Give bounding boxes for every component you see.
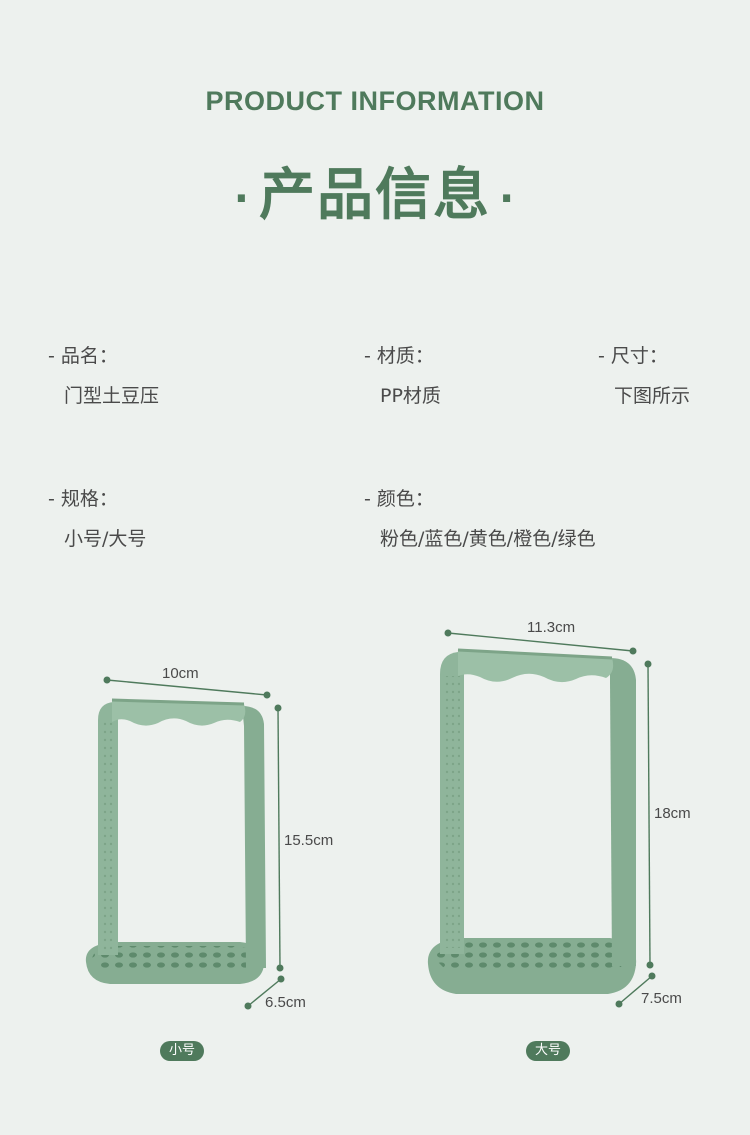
field-color: - 颜色： 粉色/蓝色/黄色/橙色/绿色 — [364, 484, 596, 551]
title-dot-left: · — [233, 175, 251, 222]
small-size-badge: 小号 — [160, 1041, 205, 1061]
dimension-lines — [103, 629, 656, 1010]
field-value: 小号/大号 — [64, 528, 147, 550]
large-height-label: 18cm — [654, 805, 691, 822]
field-value: 下图所示 — [614, 385, 691, 407]
field-spec: - 规格： 小号/大号 — [48, 484, 146, 551]
field-label: - 颜色： — [364, 488, 434, 510]
field-value: PP材质 — [380, 385, 441, 407]
field-material: - 材质： PP材质 — [364, 341, 441, 408]
title-chinese: ·产品信息· — [0, 150, 750, 231]
field-label: - 品名： — [48, 345, 118, 367]
field-label: - 材质： — [364, 345, 434, 367]
field-label: - 规格： — [48, 488, 118, 510]
small-depth-label: 6.5cm — [265, 994, 306, 1011]
field-label: - 尺寸： — [598, 345, 668, 367]
small-height-label: 15.5cm — [284, 832, 334, 849]
large-depth-label: 7.5cm — [641, 990, 682, 1007]
field-size: - 尺寸： 下图所示 — [598, 341, 690, 408]
large-width-label: 11.3cm — [527, 619, 576, 636]
small-width-label: 10cm — [162, 665, 199, 682]
large-masher-image — [427, 648, 637, 994]
title-english: PRODUCT INFORMATION — [205, 86, 545, 116]
small-masher-image — [85, 698, 266, 984]
field-value: 门型土豆压 — [64, 385, 160, 407]
large-size-badge: 大号 — [526, 1041, 571, 1061]
title-chinese-text: 产品信息 — [259, 163, 491, 228]
field-product-name: - 品名： 门型土豆压 — [48, 341, 159, 408]
title-dot-right: · — [499, 175, 517, 222]
field-value: 粉色/蓝色/黄色/橙色/绿色 — [380, 528, 596, 550]
